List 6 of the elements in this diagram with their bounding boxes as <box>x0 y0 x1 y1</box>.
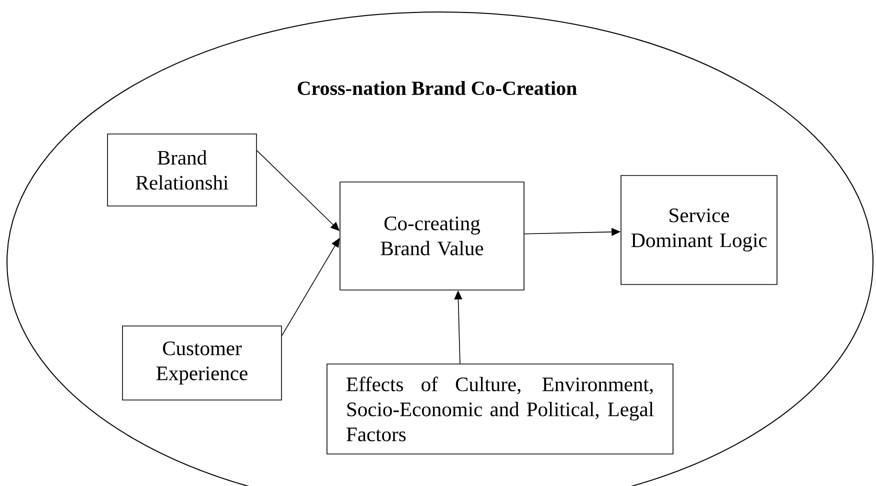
ellipse-heading: Cross-nation Brand Co-Creation <box>298 80 577 96</box>
concept-box: Brand Relationshi <box>107 134 257 206</box>
concept-box: Effects of Culture, Environment, Socio-Economic and Political, Legal Factors <box>326 364 674 454</box>
concept-box: Customer Experience <box>122 326 282 400</box>
concept-box: Co-creating Brand Value <box>340 182 524 290</box>
concept-box: Service Dominant Logic <box>620 175 778 285</box>
